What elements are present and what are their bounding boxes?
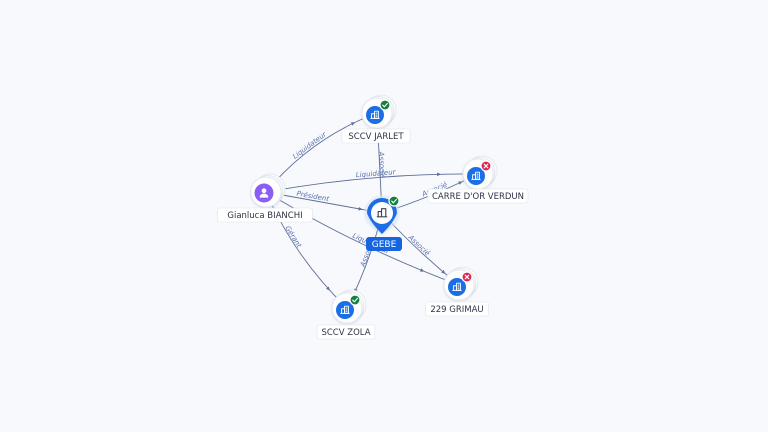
status-closed-badge xyxy=(461,271,473,283)
node-label: Gianluca BIANCHI xyxy=(227,211,302,221)
node-label: GEBE xyxy=(372,240,397,250)
focus-node-gebe[interactable]: GEBE xyxy=(364,195,402,251)
node-label: SCCV ZOLA xyxy=(321,328,370,338)
person-icon xyxy=(259,188,269,198)
edge-label: Gérant xyxy=(283,225,303,250)
building-icon xyxy=(471,171,481,180)
graph-node-bianchi[interactable]: Gianluca BIANCHI xyxy=(217,173,313,223)
edge-arrow-icon xyxy=(350,122,356,126)
node-label-bg xyxy=(341,128,411,144)
status-closed-badge xyxy=(480,160,492,172)
check-icon xyxy=(352,297,358,303)
edge-line xyxy=(265,173,479,193)
close-icon xyxy=(464,274,470,280)
check-icon xyxy=(391,198,397,204)
edge-label: Liquidateur xyxy=(355,168,396,179)
status-active-badge xyxy=(379,99,391,111)
node-label-bg xyxy=(425,301,489,317)
graph-node-verdun[interactable]: CARRE D'OR VERDUN xyxy=(427,155,529,204)
graph-node-jarlet[interactable]: SCCV JARLET xyxy=(341,94,411,144)
node-label: SCCV JARLET xyxy=(348,132,404,142)
edge-label: Liquidateur xyxy=(291,130,328,161)
edge-arrow-icon xyxy=(458,181,463,185)
status-active-badge xyxy=(349,294,361,306)
check-icon xyxy=(382,102,388,108)
edge-arrow-icon xyxy=(441,269,446,274)
edge-arrow-icon xyxy=(437,172,442,177)
nodes-layer: GEBE SCCV JARLET CARRE D'OR VERDUN 229 GRIM… xyxy=(217,94,529,340)
graph-edge[interactable]: Liquidateur xyxy=(265,168,479,193)
edge-label: Associé xyxy=(377,150,386,179)
node-label-bg xyxy=(316,324,376,340)
building-icon xyxy=(370,110,380,119)
graph-node-grimau[interactable]: 229 GRIMAU xyxy=(425,266,489,317)
edge-line xyxy=(265,191,460,286)
node-label: 229 GRIMAU xyxy=(430,305,483,315)
node-label-bg xyxy=(427,188,529,204)
edge-arrow-icon xyxy=(325,286,331,291)
building-icon xyxy=(452,282,462,291)
graph-node-zola[interactable]: SCCV ZOLA xyxy=(316,289,376,340)
status-active-badge xyxy=(388,195,400,207)
edge-arrow-icon xyxy=(420,268,425,272)
edge-label: Président xyxy=(296,190,330,204)
node-label-bg xyxy=(217,207,313,223)
edge-line xyxy=(265,191,348,309)
node-label: CARRE D'OR VERDUN xyxy=(432,192,524,202)
close-icon xyxy=(483,163,489,169)
focus-label-bg xyxy=(366,237,402,251)
edge-label: Associé xyxy=(406,233,432,258)
building-icon xyxy=(340,305,350,314)
building-icon xyxy=(376,208,388,218)
edge-arrow-icon xyxy=(358,206,363,211)
